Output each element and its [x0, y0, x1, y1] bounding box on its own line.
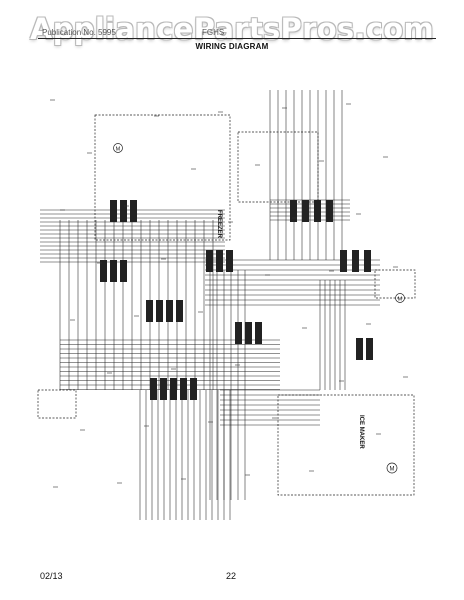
connector-block [226, 250, 233, 272]
wiring-diagram: FREEZER ICE MAKER M M M [37, 90, 416, 520]
svg-text:M: M [116, 146, 121, 152]
connector-blocks [100, 200, 373, 400]
connector-block [170, 378, 177, 400]
connector-block [364, 250, 371, 272]
connector-block [150, 378, 157, 400]
connector-block [245, 322, 252, 344]
motor-icon: M [395, 293, 405, 303]
connector-block [366, 338, 373, 360]
ice-maker-label: ICE MAKER [358, 415, 364, 449]
diagram-title: WIRING DIAGRAM [195, 42, 269, 51]
connector-block [160, 378, 167, 400]
connector-block [326, 200, 333, 222]
connector-block [352, 250, 359, 272]
connector-block [166, 300, 173, 322]
connector-block [356, 338, 363, 360]
connector-block [340, 250, 347, 272]
connector-block [180, 378, 187, 400]
component-outline [374, 269, 416, 299]
freezer-label: FREEZER [216, 210, 222, 239]
fan-motor-icon: M [113, 143, 123, 153]
footer-date: 02/13 [40, 571, 63, 581]
connector-block [302, 200, 309, 222]
connector-block [120, 200, 127, 222]
connector-block [130, 200, 137, 222]
wire-harness [40, 90, 380, 520]
connector-block [120, 260, 127, 282]
model-number: FGHS [202, 28, 225, 37]
component-outline [277, 394, 415, 496]
connector-block [176, 300, 183, 322]
title-rule [38, 38, 436, 39]
terminal-ticks [50, 99, 408, 488]
connector-block [190, 378, 197, 400]
watermark-logo: AppliancePartsPros.com [29, 12, 435, 46]
connector-block [290, 200, 297, 222]
component-outline [37, 389, 77, 419]
connector-block [255, 322, 262, 344]
connector-block [206, 250, 213, 272]
footer-page-number: 22 [226, 571, 237, 581]
publication-number: Publication No. 5995 [42, 28, 116, 37]
component-outline [237, 131, 319, 203]
ice-maker-motor-icon: M [386, 462, 398, 474]
component-outline [94, 114, 231, 241]
svg-text:M: M [390, 467, 395, 473]
connector-block [156, 300, 163, 322]
connector-block [110, 260, 117, 282]
connector-block [216, 250, 223, 272]
connector-block [146, 300, 153, 322]
connector-block [235, 322, 242, 344]
connector-block [110, 200, 117, 222]
connector-block [100, 260, 107, 282]
connector-block [314, 200, 321, 222]
component-boxes [37, 114, 416, 496]
svg-text:M: M [398, 296, 403, 302]
